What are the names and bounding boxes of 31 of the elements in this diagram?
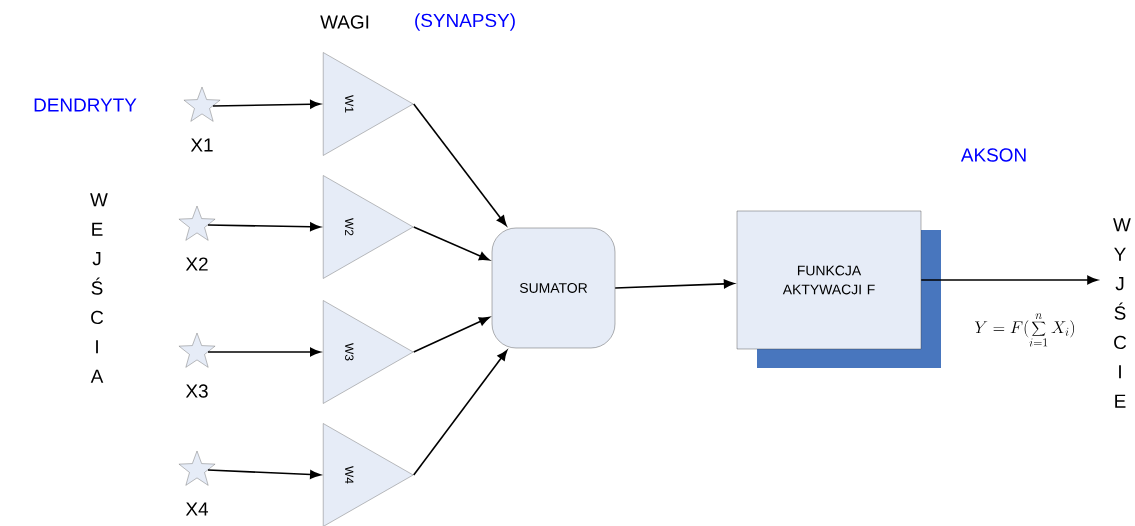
star-symbol (178, 205, 216, 241)
weight-triangle: W3 (323, 300, 414, 404)
arrow (412, 103, 507, 227)
arrow (412, 349, 508, 476)
input-label: X4 (185, 502, 209, 516)
star-symbol (178, 450, 216, 486)
label-text: WAGI (320, 15, 369, 29)
vertical-label: W Y J Ś C I E (1113, 218, 1131, 408)
arrow (412, 226, 490, 261)
weight-triangle: W4 (323, 423, 414, 526)
formula: $Y = F(\sum_{i=1}^{n} X_i)$ (974, 313, 1075, 347)
star-symbol (183, 86, 221, 122)
label-text: (SYNAPSY) (415, 13, 515, 31)
arrow (207, 347, 321, 357)
arrow (207, 469, 321, 479)
arrow (614, 279, 735, 289)
arrow (920, 275, 1098, 285)
arrow (212, 99, 321, 109)
weight-triangle: W1 (323, 52, 414, 156)
vertical-label: W E J Ś C I A (90, 193, 108, 383)
input-label: X3 (185, 384, 208, 398)
process-box: FUNKCJA AKTYWACJI F (736, 210, 941, 368)
weight-triangle: W2 (323, 175, 414, 279)
arrow (412, 316, 490, 353)
star-symbol (178, 332, 216, 368)
summator-box: SUMATOR (491, 227, 616, 349)
input-label: X1 (190, 138, 213, 152)
label-text: AKSON (960, 148, 1026, 162)
input-label: X2 (185, 257, 208, 271)
label-text: DENDRYTY (34, 98, 137, 112)
arrow (207, 222, 321, 232)
